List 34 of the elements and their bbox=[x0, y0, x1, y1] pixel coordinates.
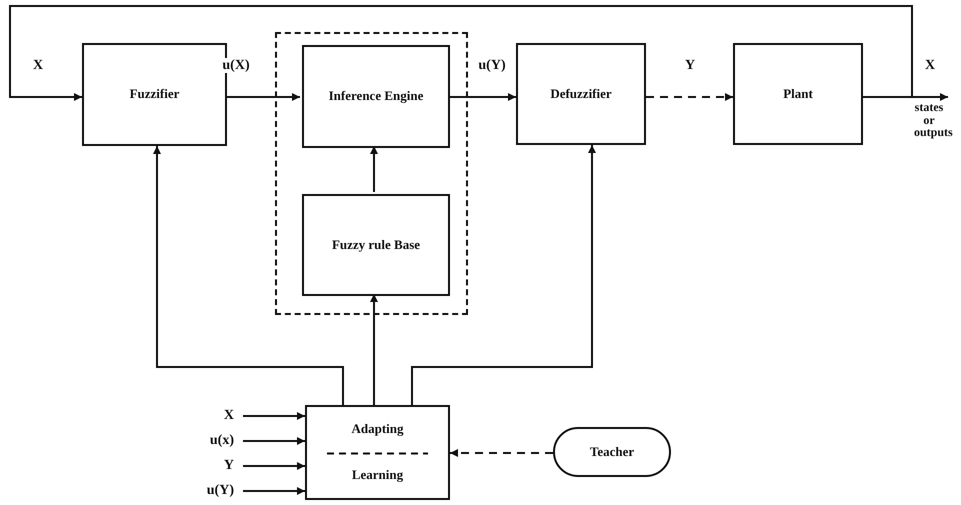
node-label: Plant bbox=[783, 84, 813, 103]
arrow bbox=[448, 93, 516, 101]
node-label: Learning bbox=[352, 466, 404, 484]
arrow bbox=[646, 93, 733, 101]
edge-label: u(X) bbox=[220, 58, 252, 74]
process-box bbox=[302, 45, 450, 148]
arrow bbox=[227, 93, 300, 101]
edge-label: u(Y) bbox=[476, 58, 508, 74]
arrow bbox=[243, 487, 305, 495]
arrow bbox=[863, 93, 948, 101]
process-box bbox=[305, 405, 450, 500]
arrow bbox=[153, 146, 344, 405]
process-box bbox=[302, 194, 450, 296]
process-box bbox=[733, 43, 863, 145]
arrow bbox=[370, 294, 378, 405]
node-label: Adapting bbox=[351, 420, 404, 438]
dashed-group-box bbox=[275, 32, 468, 315]
edge-label: u(x) bbox=[208, 433, 236, 448]
terminal-box bbox=[553, 427, 671, 477]
node-label: Inference Engine bbox=[328, 87, 424, 106]
arrow bbox=[243, 412, 305, 420]
arrow bbox=[243, 462, 305, 470]
arrow bbox=[9, 5, 913, 101]
arrow bbox=[411, 145, 596, 405]
node-label: Fuzzy rule Base bbox=[332, 236, 420, 254]
output-note: states or outputs bbox=[906, 101, 952, 143]
arrow bbox=[370, 146, 378, 192]
arrow bbox=[450, 449, 553, 457]
arrow bbox=[243, 437, 305, 445]
node-label: Fuzzifier bbox=[130, 85, 180, 104]
node-label: Defuzzifier bbox=[550, 84, 612, 103]
node-label: Teacher bbox=[590, 442, 634, 461]
process-box bbox=[516, 43, 646, 145]
edge-label: u(Y) bbox=[204, 483, 236, 498]
